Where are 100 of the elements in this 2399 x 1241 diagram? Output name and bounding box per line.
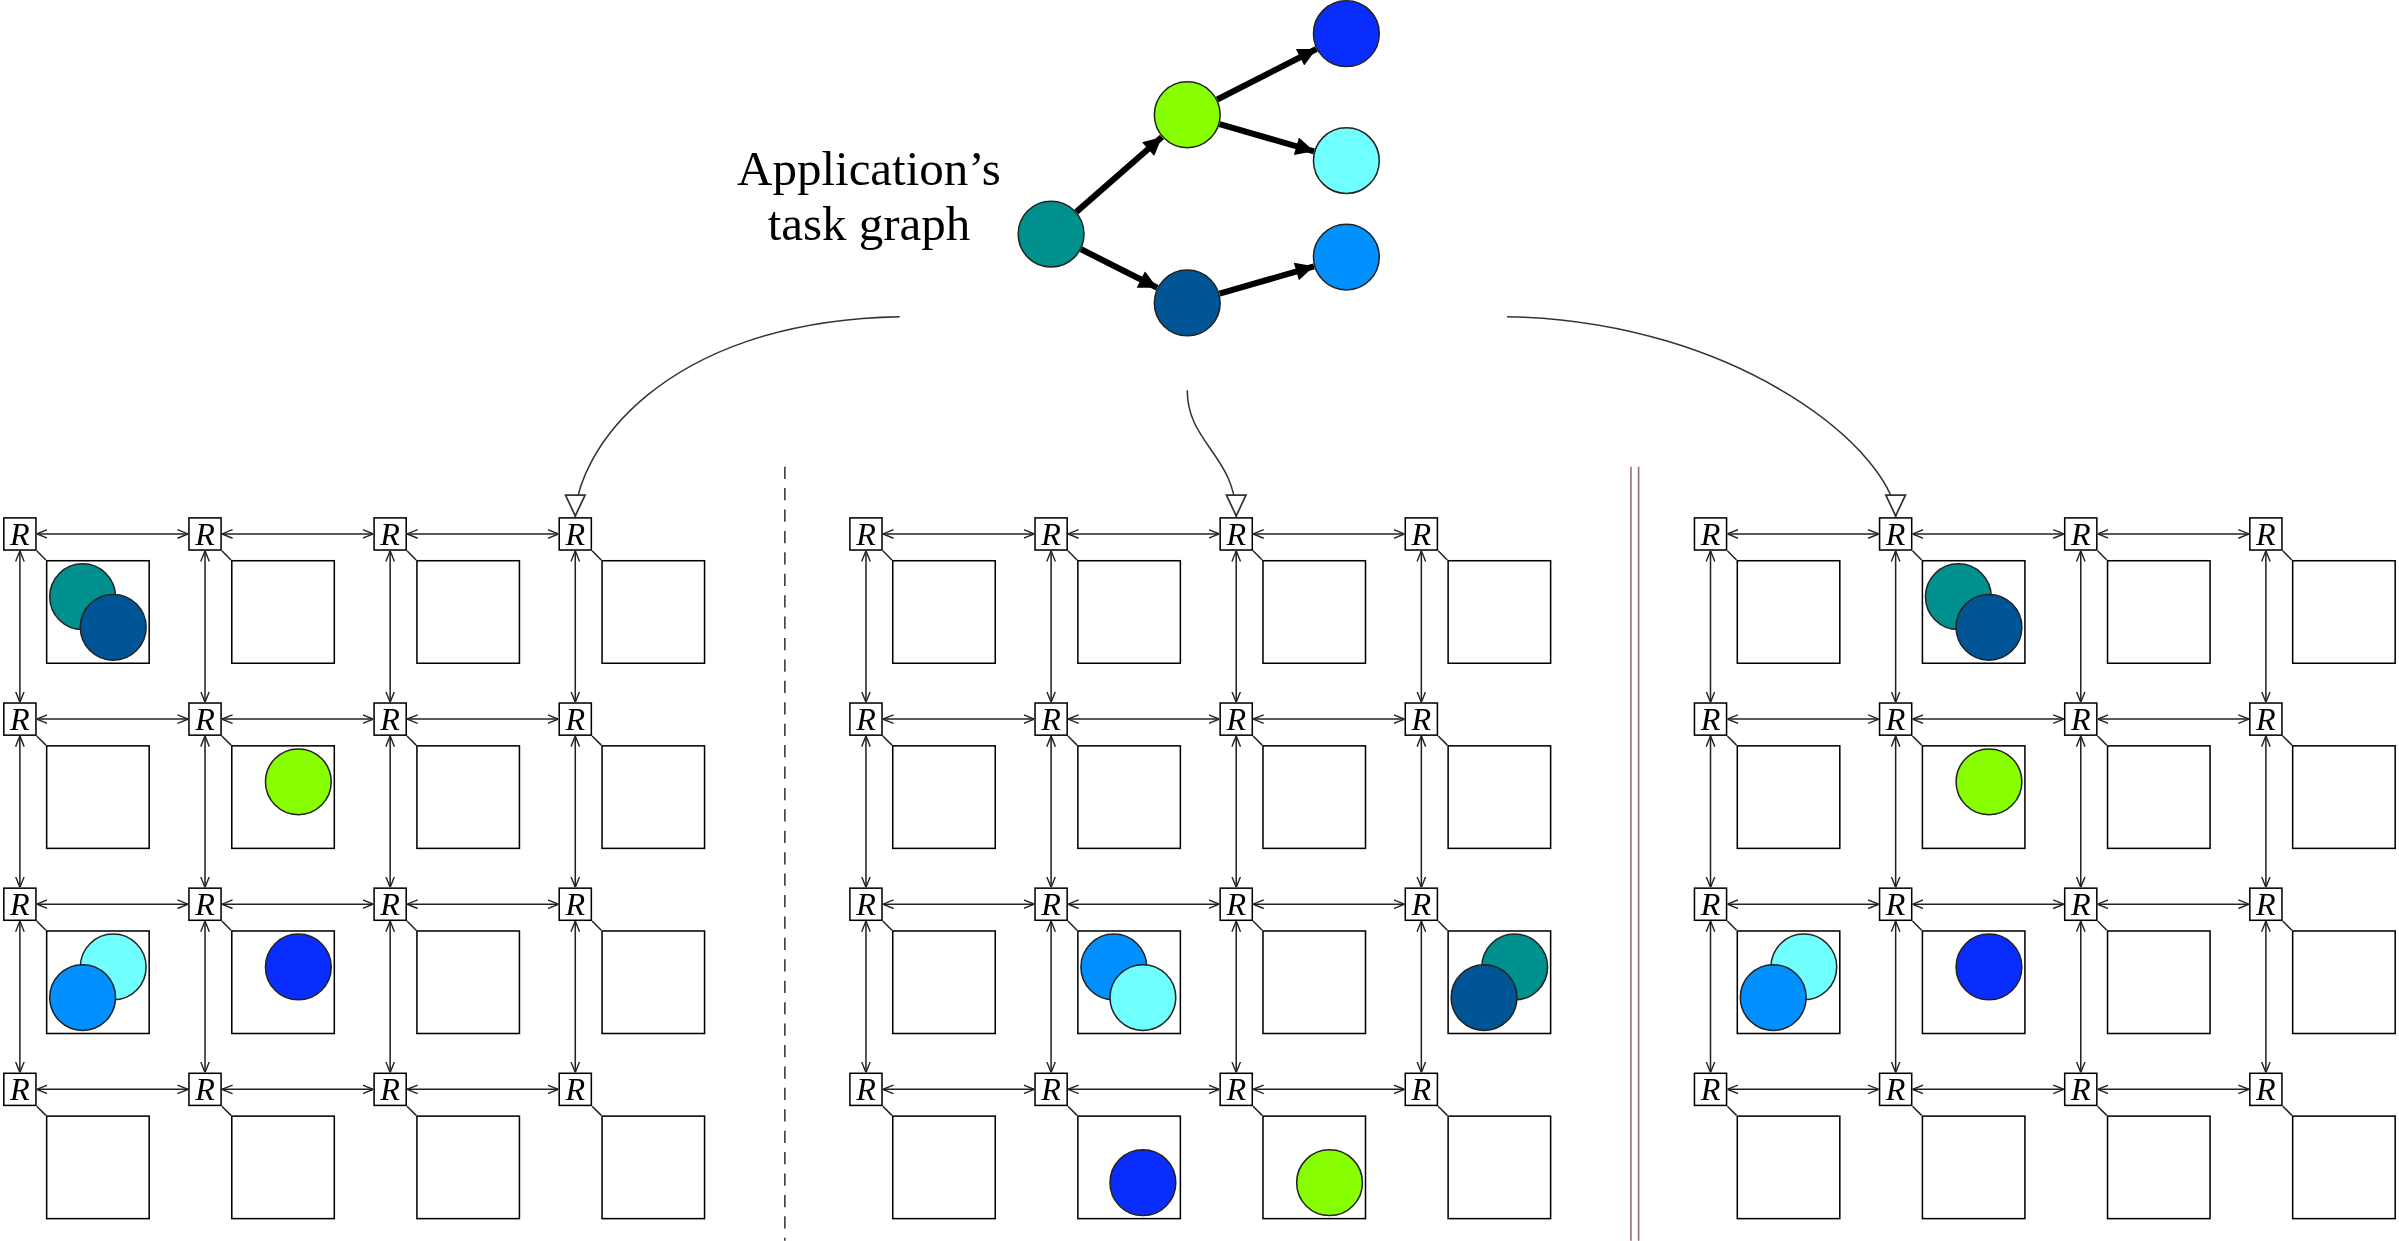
connector-line [1726,735,1738,746]
processor-box [1262,930,1367,1035]
double-arrow [861,735,871,889]
router-box: R [1878,1072,1913,1107]
processor-box [1921,559,2026,664]
processor-box [892,745,996,850]
connector-line [2281,550,2293,561]
processor-box [231,745,336,850]
double-arrow [1726,899,1880,910]
connector-line [1252,735,1263,746]
router-box: R [373,702,407,736]
router-box: R [373,1072,407,1107]
double-arrow [1416,550,1427,704]
router-box: R [1404,887,1439,922]
double-arrow [200,735,210,889]
double-arrow [406,1084,560,1095]
router-box: R [849,702,883,736]
connector-line [221,735,232,746]
double-arrow [570,735,581,889]
double-arrow [2096,899,2250,910]
connector-line [882,1105,893,1117]
router-box: R [1404,1072,1439,1107]
processor-box [2106,1115,2211,1220]
processor-box [892,930,996,1035]
connector-line [591,920,603,931]
router-box: R [1878,887,1913,922]
connector-line [406,920,417,931]
router-box: R [1693,1072,1728,1107]
double-arrow [385,735,396,889]
double-arrow [1231,550,1242,704]
double-arrow [1705,550,1716,704]
router-box: R [2063,887,2098,922]
connector-line [221,550,232,561]
processor-box [231,559,336,664]
task-graph-label: Application’s task graph [719,140,1019,251]
router-box: R [2063,1072,2098,1107]
router-box: R [1404,517,1439,551]
double-arrow [35,714,189,725]
connector-line [35,920,47,931]
processor-box [892,559,996,664]
double-arrow [385,920,396,1074]
double-arrow [1067,714,1221,725]
processor-box [231,930,336,1035]
double-arrow [2260,550,2271,704]
double-arrow [882,899,1036,910]
router-box: R [1034,1072,1068,1107]
router-box: R [849,1072,883,1107]
processor-box [601,559,706,664]
router-box: R [188,1072,222,1107]
double-arrow [2096,1084,2250,1095]
double-arrow [406,714,560,725]
connector-line [1252,550,1263,561]
processor-box [1447,1115,1552,1220]
processor-box [416,559,521,664]
double-arrow [35,529,189,539]
double-arrow [861,920,871,1074]
processor-box [1921,930,2026,1035]
router-box: R [1878,702,1913,736]
connector-line [2281,920,2293,931]
double-arrow [1067,1084,1221,1095]
double-arrow [14,550,25,704]
processor-box [1077,559,1182,664]
double-arrow [1890,550,1901,704]
double-arrow [200,550,210,704]
router-box: R [1034,702,1068,736]
router-box: R [373,887,407,922]
router-box: R [1034,517,1068,551]
connector-line [2096,550,2108,561]
double-arrow [1705,920,1716,1074]
processor-box [416,745,521,850]
processor-box [2106,559,2211,664]
double-arrow [1252,529,1406,539]
router-box: R [188,702,222,736]
processor-box [416,1115,521,1220]
processor-box [1262,745,1367,850]
double-arrow [1726,1084,1880,1095]
arrow [567,315,901,518]
double-arrow [861,550,871,704]
double-arrow [1046,920,1057,1074]
double-arrow [221,1084,375,1095]
double-arrow [406,529,560,539]
router-box: R [1219,517,1254,551]
router-box: R [558,1072,593,1107]
double-arrow [1252,1084,1406,1095]
double-arrow [1911,1084,2065,1095]
router-box: R [849,887,883,922]
double-arrow [2260,735,2271,889]
processor-box [892,1115,996,1220]
double-arrow [1252,899,1406,910]
connector-line [35,550,47,561]
connector-line [1067,1105,1078,1117]
router-box: R [3,1072,37,1107]
double-arrow [2096,529,2250,539]
double-arrow [200,920,210,1074]
double-arrow [1911,529,2065,539]
router-box: R [2249,517,2283,551]
double-arrow [1726,529,1880,539]
connector-line [1437,550,1449,561]
double-arrow [882,1084,1036,1095]
connector-line [1437,735,1449,746]
